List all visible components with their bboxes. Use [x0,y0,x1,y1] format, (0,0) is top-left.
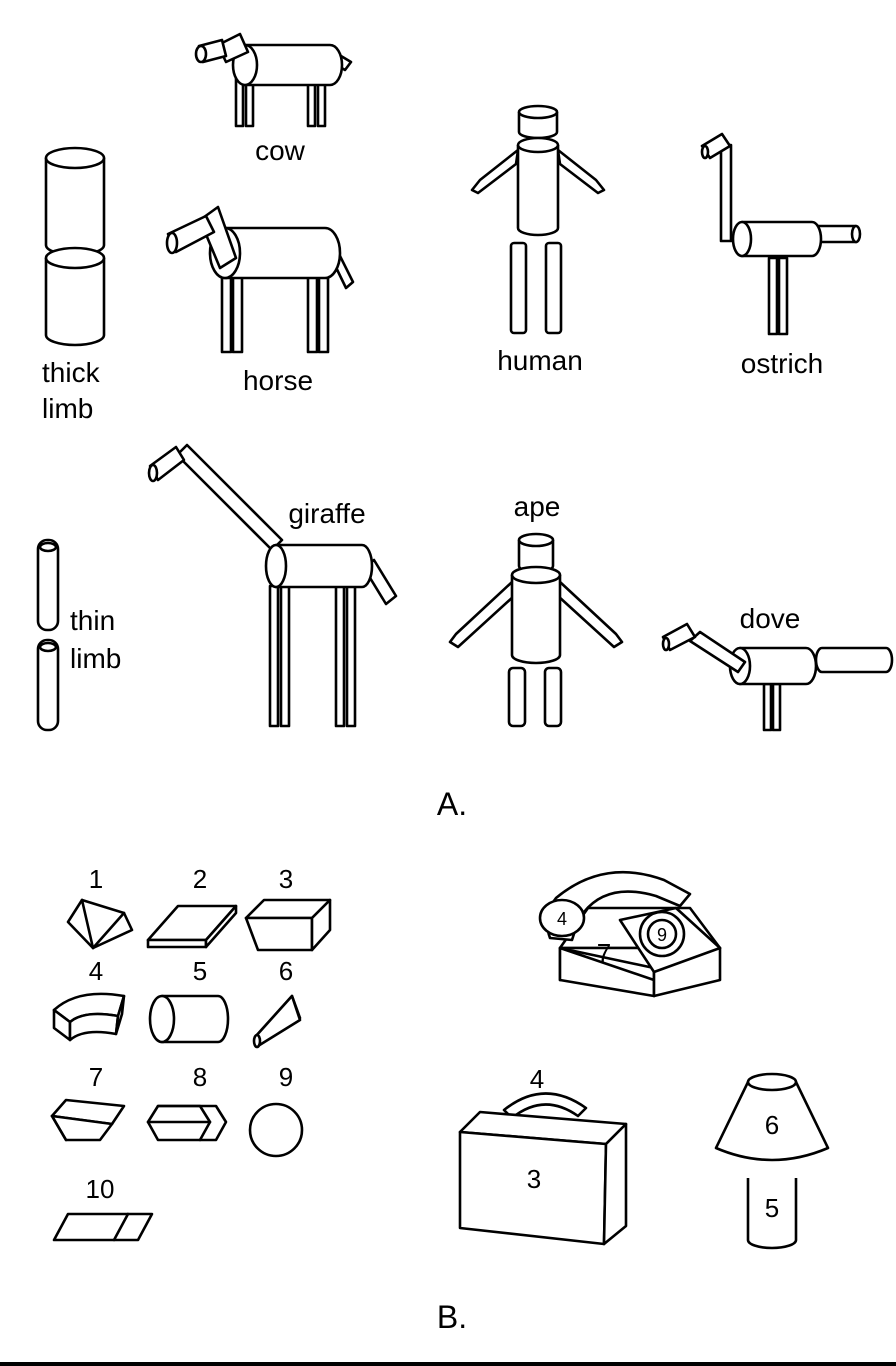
human-figure [470,104,606,335]
primitive-number-4: 4 [89,956,103,986]
geon-7-wedge-block [50,1098,126,1142]
suitcase-figure: 3 [458,1092,628,1246]
ape-label: ape [514,491,561,522]
primitive-number-7: 7 [89,1062,103,1092]
lamp-shade-number: 6 [765,1110,779,1140]
telephone-dial-number: 9 [657,925,667,945]
panel-a-label: A. [437,786,467,822]
geon-8-hex-prism [146,1104,228,1142]
thin-limb-label-2: limb [70,643,121,674]
primitive-number-8: 8 [193,1062,207,1092]
geon-5-cylinder [148,994,230,1044]
primitive-number-6: 6 [279,956,293,986]
lamp-figure: 6 5 [714,1072,830,1250]
thick-limb-label-2: limb [42,393,93,424]
dove-figure [661,622,894,732]
telephone-body-number: 7 [597,938,611,968]
thin-limb-figure [36,538,60,732]
primitive-number-2: 2 [193,864,207,894]
suitcase-handle-number: 4 [530,1064,544,1094]
primitive-numbers: 1 2 3 4 5 6 7 8 9 10 [86,864,294,1204]
primitive-number-5: 5 [193,956,207,986]
suitcase-body-number: 3 [527,1164,541,1194]
ostrich-figure [700,132,862,336]
horse-label: horse [243,365,313,396]
geon-4-curved-block [52,992,126,1042]
primitive-number-1: 1 [89,864,103,894]
geon-3-brick [244,898,332,952]
cow-figure [194,32,353,128]
bottom-border [0,1362,896,1366]
geon-2-slab [146,904,238,949]
primitive-number-9: 9 [279,1062,293,1092]
primitive-number-10: 10 [86,1174,115,1204]
giraffe-figure [147,443,398,728]
primitive-number-3: 3 [279,864,293,894]
geon-10-flat-slab [52,1212,154,1242]
thin-limb-label-1: thin [70,605,115,636]
ape-figure [448,532,624,728]
ostrich-label: ostrich [741,348,823,379]
thick-limb-label-1: thick [42,357,101,388]
telephone-figure: 4 7 9 [538,870,722,998]
dove-label: dove [740,603,801,634]
human-label: human [497,345,583,376]
horse-figure [165,205,355,354]
telephone-handset-number: 4 [557,909,567,929]
cow-label: cow [255,135,306,166]
geon-9-sphere [248,1102,304,1158]
lamp-base-number: 5 [765,1193,779,1223]
thick-limb-figure [44,146,106,347]
geon-1-wedge [66,898,134,950]
panel-b-label: B. [437,1299,467,1335]
geon-6-cone [252,994,302,1049]
giraffe-label: giraffe [288,498,365,529]
